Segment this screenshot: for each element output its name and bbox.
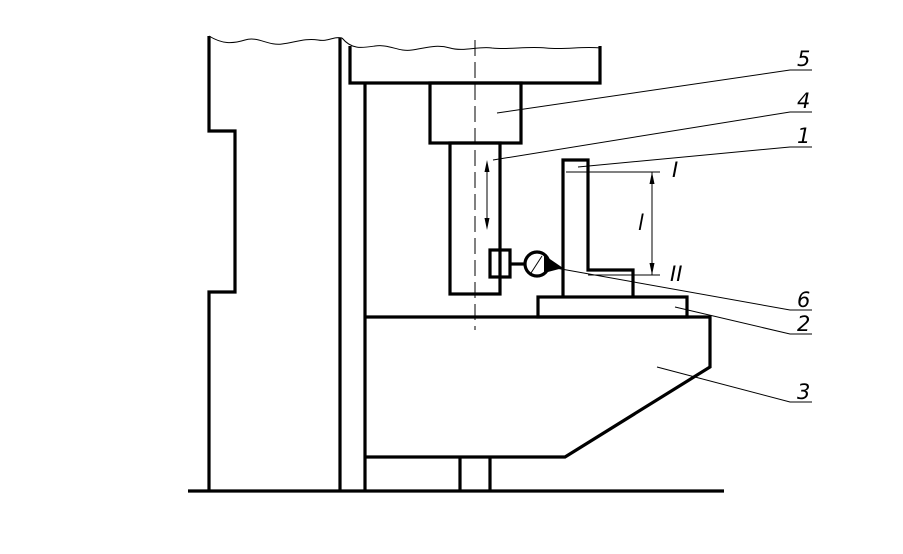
workpiece (561, 158, 635, 297)
label-6: 6 (797, 288, 810, 312)
base-plate (536, 295, 689, 319)
label-2: 2 (797, 312, 810, 336)
dial-needle (530, 255, 543, 274)
label-5: 5 (797, 47, 810, 71)
label-level-II: II (670, 262, 682, 286)
label-1: 1 (797, 124, 810, 148)
machine-table (365, 315, 712, 459)
leader-5 (496, 69, 812, 114)
leader-3 (656, 366, 812, 403)
label-3: 3 (797, 380, 810, 404)
dimension-arrow-top (649, 172, 655, 184)
travel-arrow-up (484, 160, 490, 172)
leader-4 (492, 111, 812, 161)
column-left-profile (207, 36, 237, 491)
travel-arrow-down (484, 218, 490, 230)
label-4: 4 (797, 89, 810, 113)
leader-6 (549, 266, 812, 311)
label-dimension-l: l (638, 211, 644, 235)
leader-2 (674, 306, 812, 335)
dimension-arrow-bottom (649, 263, 655, 275)
label-level-I: I (672, 158, 678, 182)
column-break-line (208, 35, 343, 45)
headstock-break-line (341, 37, 601, 51)
leader-1 (577, 146, 812, 168)
indicator-tip (544, 255, 563, 273)
